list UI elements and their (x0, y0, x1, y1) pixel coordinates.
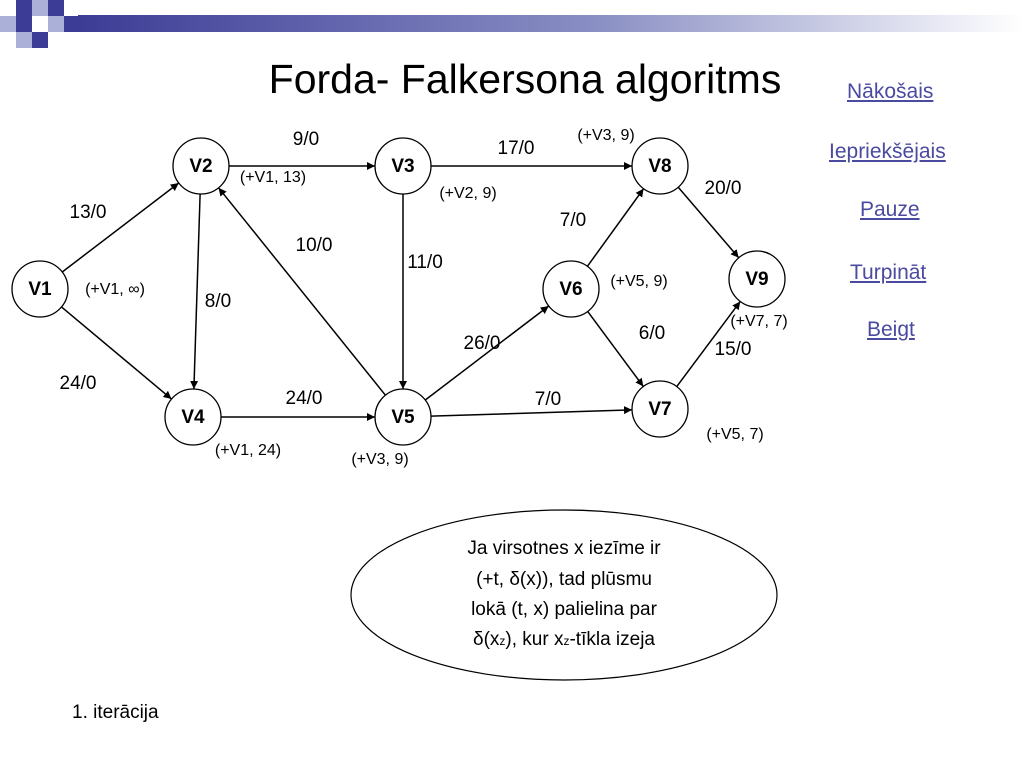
node-mark-v7: (+V5, 7) (706, 426, 763, 443)
note-fragment: δ(x (473, 629, 500, 650)
node-v9: V9 (728, 250, 786, 308)
edge-v5-v6 (424, 305, 550, 401)
edge-capacity-label: 24/0 (60, 373, 97, 394)
edge-capacity-label: 6/0 (639, 323, 665, 344)
note-bubble: Ja virsotnes x iezīme ir (+t, δ(x)), tad… (350, 509, 778, 681)
pause-link[interactable]: Pauze (860, 198, 920, 221)
note-line: lokā (t, x) palielina par (471, 599, 658, 620)
note-fragment: -tīkla izeja (569, 629, 655, 650)
edge-capacity-label: 15/0 (715, 339, 752, 360)
node-v1: V1 (11, 260, 69, 318)
previous-link[interactable]: Iepriekšējais (829, 140, 946, 163)
node-mark-v2: (+V1, 13) (240, 169, 306, 186)
node-label: V1 (28, 279, 52, 300)
note-ellipse (350, 509, 778, 681)
header-gradient-bar (78, 15, 1024, 32)
node-mark-v8: (+V3, 9) (577, 127, 634, 144)
edge-v8-v9 (677, 186, 740, 259)
continue-link[interactable]: Turpināt (850, 261, 927, 284)
iteration-label: 1. iterācija (72, 702, 159, 723)
node-mark-v5: (+V3, 9) (351, 451, 408, 468)
edge-capacity-label: 9/0 (293, 129, 319, 150)
node-circle (631, 137, 689, 195)
node-mark-v6: (+V5, 9) (610, 273, 667, 290)
node-label: V4 (181, 407, 205, 428)
node-v7: V7 (631, 380, 689, 438)
node-circle (728, 250, 786, 308)
edge-capacity-label: 11/0 (407, 252, 443, 273)
header-square (0, 16, 16, 32)
edge-v6-v8 (586, 188, 645, 267)
edge-capacity-label: 20/0 (705, 178, 742, 199)
header-square (64, 16, 78, 32)
edge-capacity-label: 17/0 (498, 138, 535, 159)
header-square (48, 0, 64, 16)
node-label: V6 (559, 279, 582, 300)
edge-v2-v4 (190, 193, 201, 390)
edge-v5-v7 (430, 406, 633, 417)
node-v4: V4 (164, 388, 222, 446)
node-circle (172, 137, 230, 195)
header-square (48, 16, 64, 32)
node-circle (374, 388, 432, 446)
node-v6: V6 (542, 260, 600, 318)
edge-v1-v2 (61, 182, 180, 273)
note-subscript: z (499, 634, 505, 648)
header-square (16, 32, 32, 48)
edge-capacity-label: 26/0 (464, 333, 501, 354)
header-decoration (0, 0, 1024, 48)
edge-capacity-label: 10/0 (296, 235, 333, 256)
edge-capacity-label: 13/0 (70, 202, 107, 223)
edge-capacity-label: 7/0 (535, 389, 561, 410)
node-circle (11, 260, 69, 318)
note-line: δ(xz), kur xz-tīkla izeja (473, 629, 655, 650)
node-label: V5 (391, 407, 415, 428)
node-label: V7 (648, 399, 671, 420)
header-square (16, 0, 32, 16)
node-circle (374, 137, 432, 195)
note-line: Ja virsotnes x iezīme ir (467, 538, 661, 559)
node-label: V3 (391, 156, 414, 177)
node-v8: V8 (631, 137, 689, 195)
edge-v5-v2 (217, 187, 387, 396)
node-v3: V3 (374, 137, 432, 195)
node-v2: V2 (172, 137, 230, 195)
node-label: V9 (745, 269, 768, 290)
end-link[interactable]: Beigt (867, 318, 915, 341)
node-circle (542, 260, 600, 318)
edge-capacity-label: 24/0 (286, 388, 323, 409)
page-title: Forda- Falkersona algoritms (268, 56, 782, 102)
edge-capacity-label: 7/0 (560, 210, 586, 231)
note-subscript: z (563, 634, 569, 648)
node-v5: V5 (374, 388, 432, 446)
node-mark-v4: (+V1, 24) (215, 442, 281, 459)
node-label: V2 (189, 156, 212, 177)
edge-v1-v4 (60, 306, 173, 400)
note-fragment: ), kur x (505, 629, 564, 650)
node-mark-v1: (+V1, ∞) (85, 281, 145, 298)
node-mark-v9: (+V7, 7) (730, 313, 787, 330)
header-square (32, 32, 48, 48)
node-mark-v3: (+V2, 9) (439, 185, 496, 202)
header-square (16, 16, 32, 32)
header-square (32, 0, 48, 16)
node-circle (164, 388, 222, 446)
note-line: (+t, δ(x)), tad plūsmu (476, 569, 652, 590)
node-label: V8 (648, 156, 671, 177)
edge-v6-v7 (587, 311, 644, 387)
next-link[interactable]: Nākošais (847, 80, 934, 103)
edge-v7-v9 (676, 300, 741, 388)
node-circle (631, 380, 689, 438)
edge-capacity-label: 8/0 (205, 291, 231, 312)
